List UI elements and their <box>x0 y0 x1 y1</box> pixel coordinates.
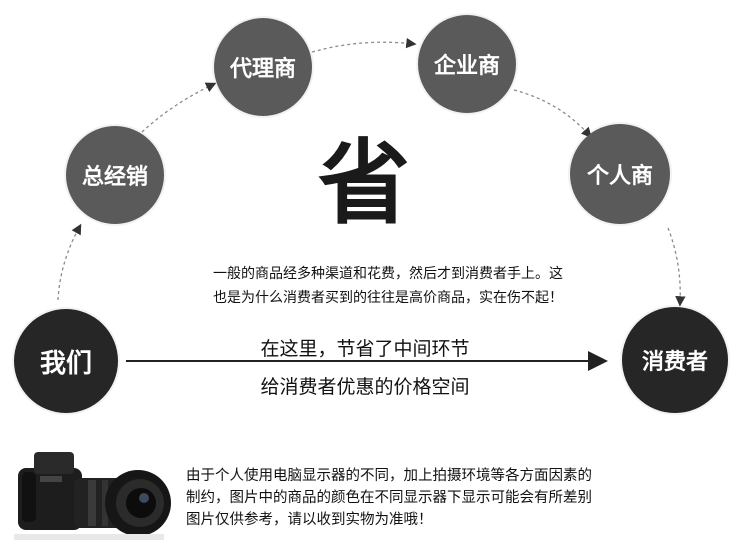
node-agent: 代理商 <box>214 18 312 116</box>
node-enterprise: 企业商 <box>418 15 516 113</box>
node-consumer-label: 消费者 <box>641 350 708 375</box>
description-line-2: 也是为什么消费者买到的往往是高价商品，实在伤不起！ <box>213 290 563 306</box>
disclaimer-note: 由于个人使用电脑显示器的不同，加上拍摄环境等各方面因素的 制约，图片中的商品的颜… <box>186 465 706 531</box>
node-individual-label: 个人商 <box>586 164 653 189</box>
description-text: 一般的商品经多种渠道和花费，然后才到消费者手上。这 也是为什么消费者买到的往往是… <box>168 262 608 310</box>
node-consumer: 消费者 <box>622 307 728 413</box>
node-enterprise-label: 企业商 <box>433 54 500 79</box>
camera-image <box>14 452 171 540</box>
middle-line-1: 在这里，节省了中间环节 <box>260 338 470 360</box>
arrow-us-to-distributor <box>57 223 82 301</box>
arrow-distributor-to-agent <box>141 82 217 133</box>
node-distributor-label: 总经销 <box>81 165 148 190</box>
node-individual: 个人商 <box>570 124 670 224</box>
middle-line-2: 给消费者优惠的价格空间 <box>260 376 470 398</box>
arrow-agent-to-enterprise <box>311 37 417 53</box>
arrow-enterprise-to-individual <box>513 89 592 138</box>
node-distributor: 总经销 <box>66 126 164 224</box>
node-us: 我们 <box>14 309 118 413</box>
center-save-character: 省 <box>318 130 411 237</box>
node-us-label: 我们 <box>39 348 92 379</box>
note-line-3: 图片仅供参考，请以收到实物为准哦！ <box>186 512 433 528</box>
note-line-1: 由于个人使用电脑显示器的不同，加上拍摄环境等各方面因素的 <box>186 468 592 484</box>
arrow-individual-to-consumer <box>667 227 686 307</box>
node-agent-label: 代理商 <box>229 57 296 82</box>
description-line-1: 一般的商品经多种渠道和花费，然后才到消费者手上。这 <box>213 266 563 282</box>
note-line-2: 制约，图片中的商品的颜色在不同显示器下显示可能会有所差别 <box>186 490 592 506</box>
